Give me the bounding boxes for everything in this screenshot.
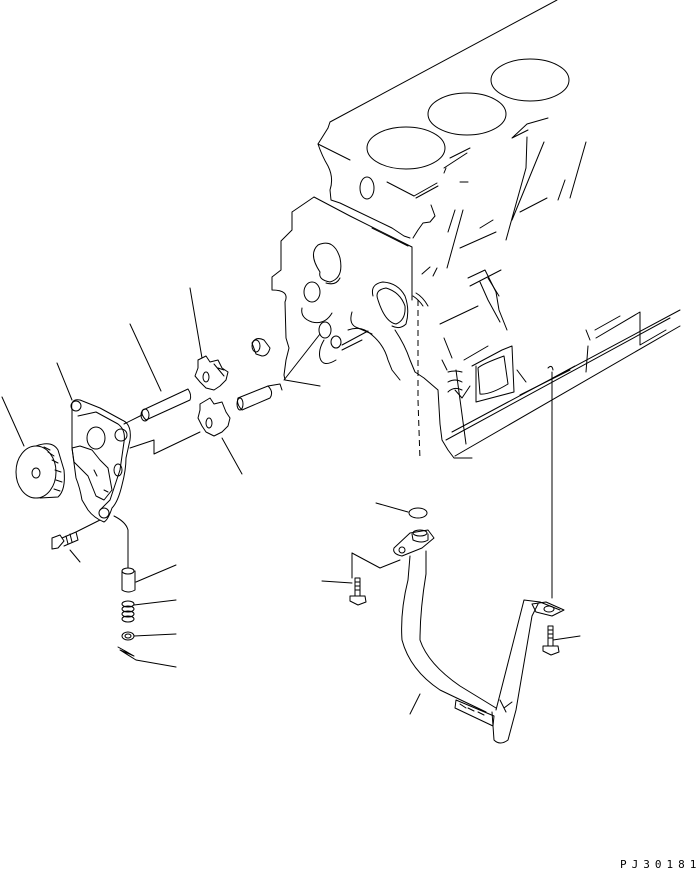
drawing-code-label: PJ30181 <box>620 858 696 871</box>
bolt-strainer <box>321 552 401 606</box>
cylinder-block <box>271 0 681 461</box>
gear-upper <box>189 287 229 391</box>
bracket-guide-line <box>547 365 554 599</box>
drive-gear <box>1 396 65 499</box>
relief-valve <box>113 515 177 593</box>
gear-lower <box>129 397 243 475</box>
cotter-pin <box>117 646 177 668</box>
pin <box>236 333 321 411</box>
bracket-bolt <box>542 625 581 656</box>
washer <box>121 631 177 641</box>
bolt-pump <box>51 519 101 563</box>
pump-body <box>56 362 131 523</box>
o-ring <box>375 502 428 519</box>
strainer-tube <box>393 529 565 744</box>
shaft <box>123 323 192 425</box>
bushing <box>251 338 271 357</box>
spring <box>121 599 177 623</box>
